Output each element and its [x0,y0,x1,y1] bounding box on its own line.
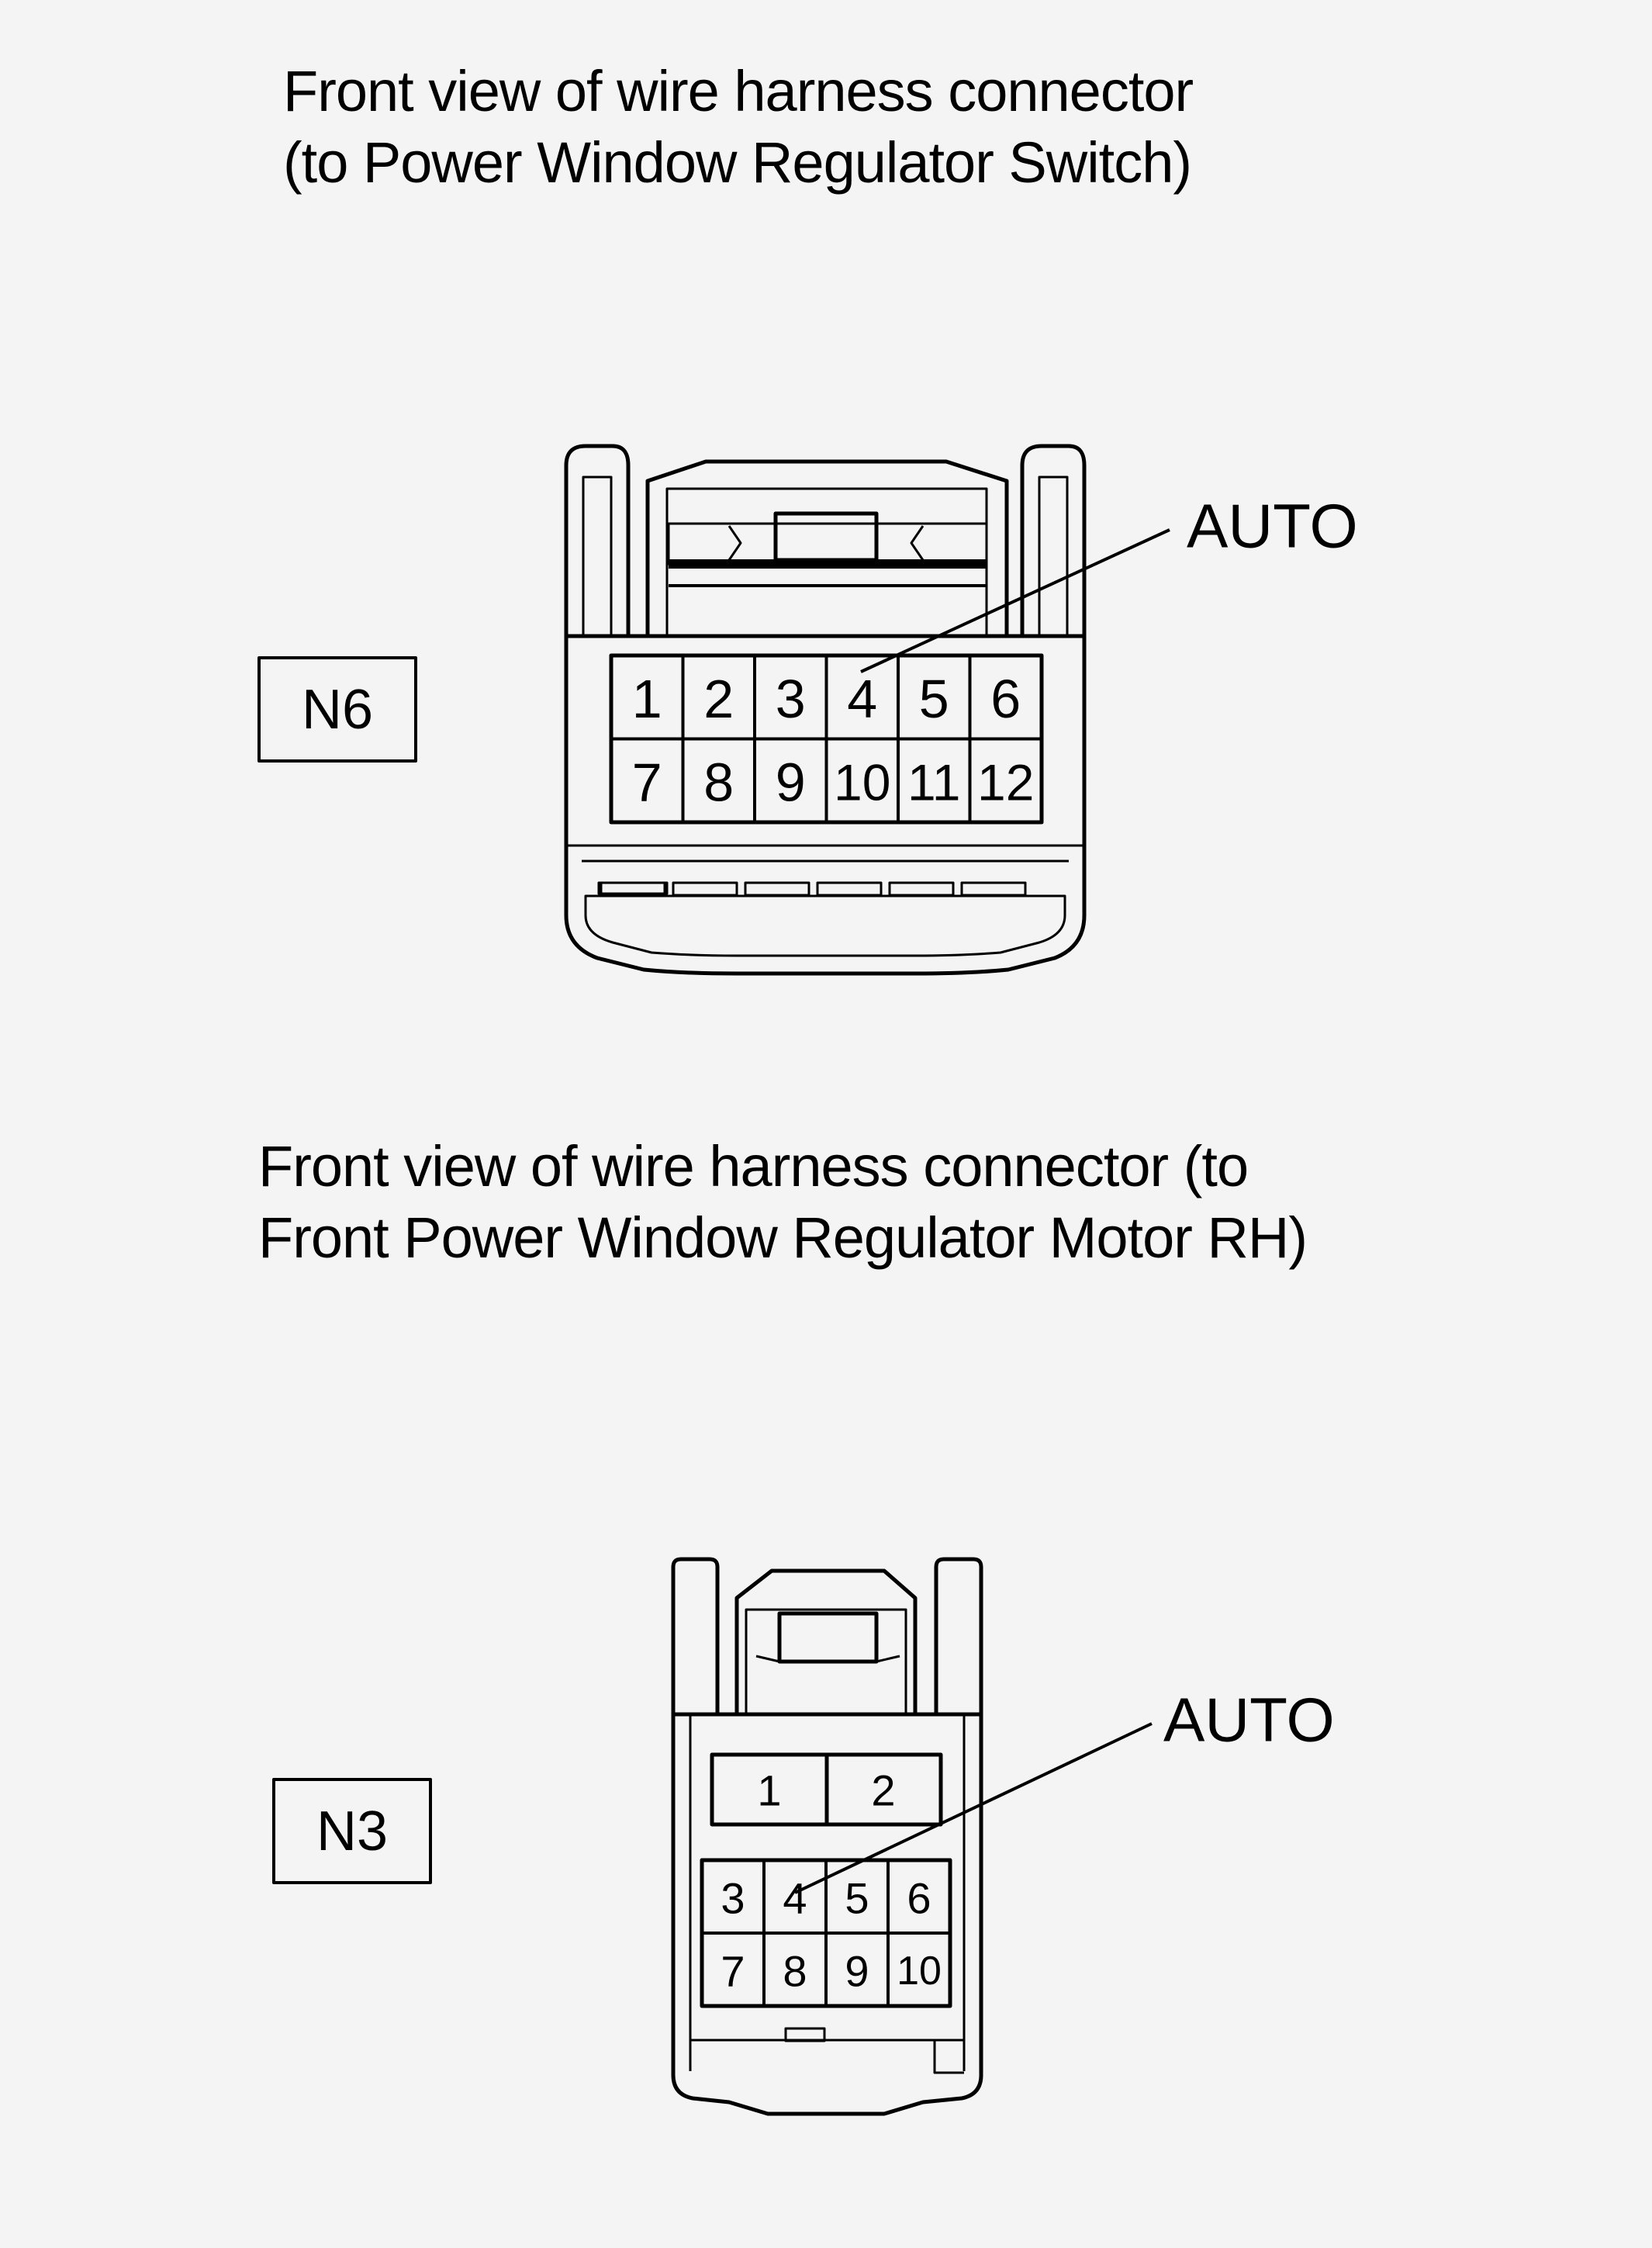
n6-pin-8: 8 [703,752,734,812]
n6-pin-4: 4 [847,669,877,729]
n3-pin-3: 3 [721,1874,745,1923]
n6-pin-7: 7 [632,752,662,812]
n6-bottom-slot [816,881,883,897]
caption-n6-line-1: Front view of wire harness connector [283,59,1194,123]
n6-pin-12: 12 [977,753,1034,811]
n3-pin-5: 5 [845,1874,869,1923]
n3-pin-2: 2 [871,1766,895,1815]
n3-auto-callout: AUTO [1163,1686,1335,1755]
n6-bottom-slot [600,881,666,897]
n3-pin-1: 1 [757,1766,781,1815]
n3-pin-6: 6 [907,1874,931,1923]
n3-id-label: N3 [316,1800,388,1862]
caption-n3-line-2: Front Power Window Regulator Motor RH) [258,1205,1308,1270]
n6-auto-leader [860,528,1170,673]
caption-n3-line-1: Front view of wire harness connector (to [258,1134,1249,1198]
n6-id-label: N6 [302,679,373,741]
n6-pin-11: 11 [907,753,961,811]
n6-bottom-slot [744,881,810,897]
n6-pin-9: 9 [776,752,806,812]
n3-pin-7: 7 [721,1947,745,1996]
n6-pin-3: 3 [776,669,806,729]
n3-pin-10: 10 [897,1949,942,1994]
caption-n6: Front view of wire harness connector (to… [283,56,1194,199]
n6-auto-callout: AUTO [1187,492,1358,561]
n3-pin-10-cell [886,1932,952,2008]
n6-pin-1: 1 [632,669,662,729]
n6-pin-2: 2 [703,669,734,729]
n6-pin-12-cell [968,737,1043,824]
n6-id-box [257,656,417,763]
n6-pin-10: 10 [834,753,890,811]
n3-pin-4: 4 [783,1874,807,1923]
n6-bottom-slot [888,881,955,897]
caption-n3: Front view of wire harness connector (to… [258,1131,1308,1274]
n6-pin-6: 6 [990,669,1021,729]
n6-bottom-slot [960,881,1027,897]
caption-n6-line-2: (to Power Window Regulator Switch) [283,130,1192,195]
n3-auto-leader [794,1722,1153,1894]
connector-n3 [671,1557,983,2116]
n6-pin-5: 5 [919,669,949,729]
n3-id-box [272,1778,432,1884]
n3-pin-9: 9 [845,1947,869,1996]
n3-pin-8: 8 [783,1947,807,1996]
n6-bottom-slot [672,881,738,897]
